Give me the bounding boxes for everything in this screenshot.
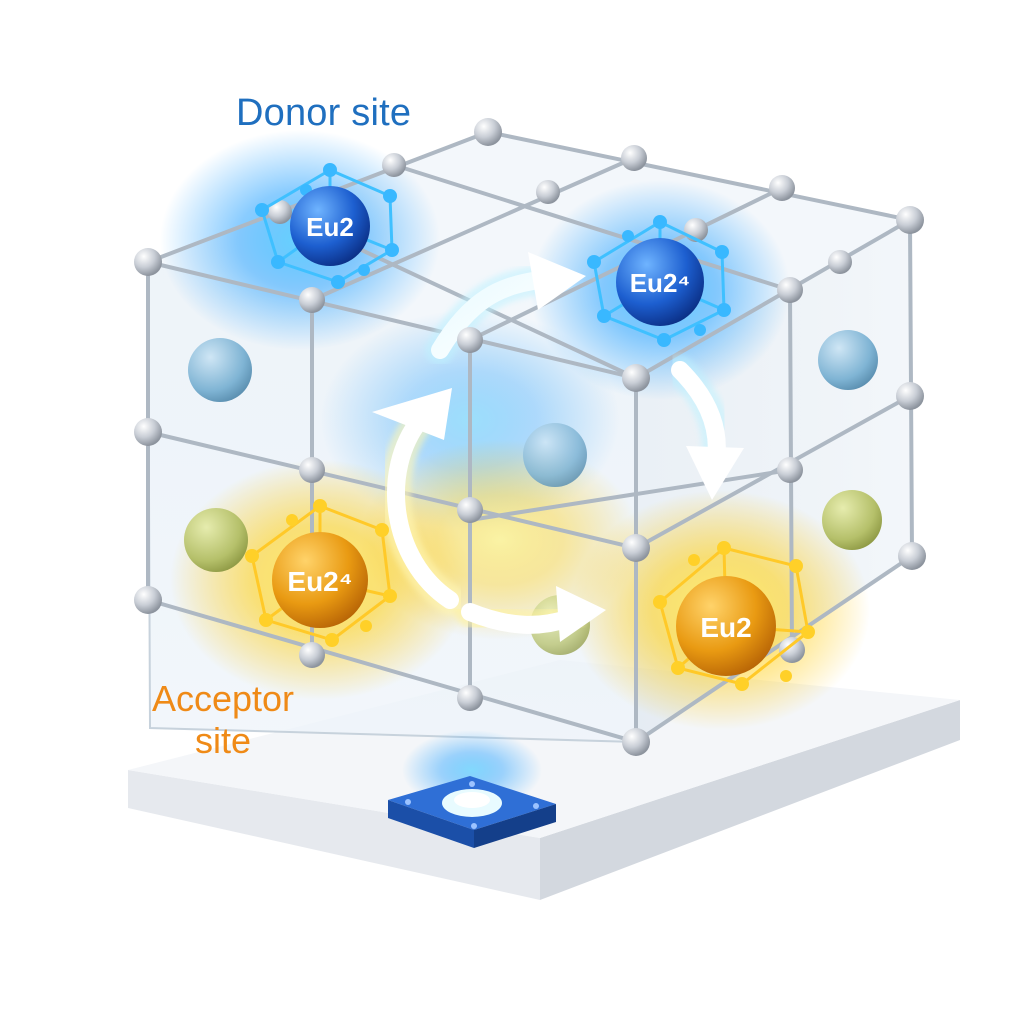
donor-site-label: Donor site bbox=[236, 92, 412, 134]
arrow-head-top bbox=[528, 252, 586, 310]
acceptor-ion-left-label: Eu2⁴ bbox=[287, 566, 352, 597]
energy-transfer-arrows bbox=[372, 252, 744, 642]
donor-ion-left-label: Eu2 bbox=[306, 212, 354, 242]
acceptor-ion-left: Eu2⁴ bbox=[245, 499, 397, 647]
arrow-head-right bbox=[686, 446, 744, 500]
acceptor-ion-right-label: Eu2 bbox=[700, 612, 751, 643]
excitation-source bbox=[388, 730, 556, 848]
arrow-top bbox=[431, 271, 549, 359]
donor-ion-right: Eu2⁴ bbox=[587, 215, 731, 347]
pale-atoms bbox=[184, 330, 882, 655]
lattice-nodes bbox=[134, 118, 926, 756]
acceptor-site-label-line1: Acceptor bbox=[151, 678, 295, 719]
arrow-head-left bbox=[372, 388, 452, 440]
arrow-left bbox=[387, 411, 459, 609]
acceptor-ion-right: Eu2 bbox=[653, 541, 815, 691]
arrow-head-bottom bbox=[556, 586, 606, 642]
acceptor-site-label: Acceptor site bbox=[128, 678, 318, 762]
donor-ion-right-label: Eu2⁴ bbox=[630, 268, 691, 298]
acceptor-site-label-line2: site bbox=[194, 720, 252, 761]
donor-ion-left: Eu2 bbox=[255, 163, 399, 289]
